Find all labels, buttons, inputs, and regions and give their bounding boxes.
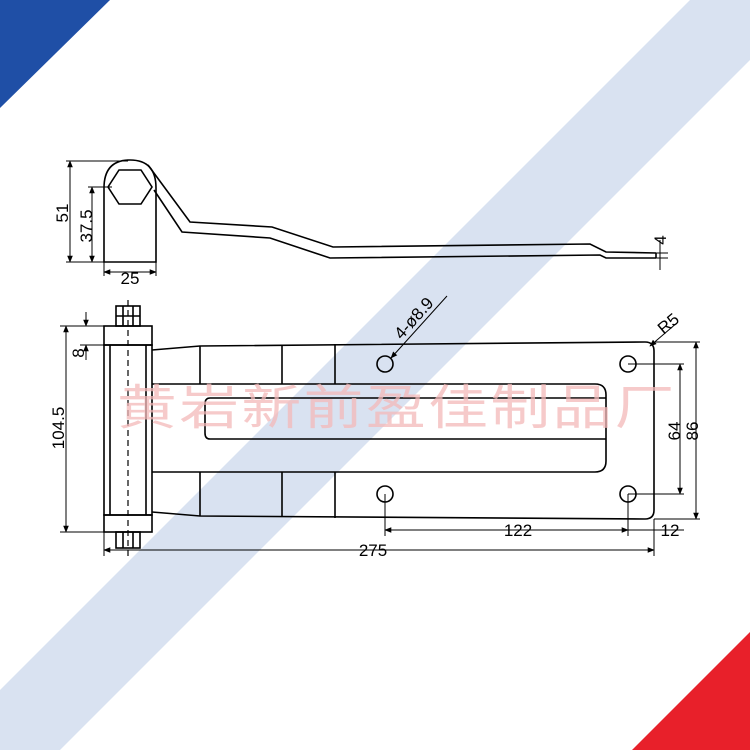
side-leaf-outer bbox=[147, 164, 657, 254]
dim-hole-spacing-horizontal: 122 bbox=[504, 521, 532, 540]
dim-side-width-knuckle: 25 bbox=[121, 269, 140, 288]
dim-total-length: 275 bbox=[359, 541, 387, 560]
dim-hole-spacing-vertical: 64 bbox=[665, 422, 684, 441]
dim-total-height: 104.5 bbox=[49, 407, 68, 450]
side-knuckle bbox=[103, 159, 157, 263]
dim-bolt-offset: 8 bbox=[69, 348, 88, 357]
corner-triangle-red bbox=[632, 632, 750, 750]
hinge-center-rib bbox=[152, 383, 607, 473]
hole-callout-leader bbox=[390, 295, 448, 359]
dim-corner-radius: R5 bbox=[654, 310, 683, 339]
company-watermark: 黄岩新前盈佳制品厂 bbox=[117, 380, 677, 436]
side-view: 51 37.5 25 4 bbox=[53, 159, 670, 288]
corner-triangle-blue bbox=[0, 0, 110, 108]
hinge-leaf-plate bbox=[151, 341, 655, 520]
dim-side-thickness: 4 bbox=[651, 235, 670, 244]
front-view: 4-ø8.9 R5 8 104.5 64 86 122 12 bbox=[49, 294, 702, 560]
side-leaf-inner bbox=[153, 189, 656, 259]
dim-edge-offset: 12 bbox=[661, 521, 680, 540]
hinge-center-slot bbox=[204, 397, 606, 440]
dim-side-height-pin: 37.5 bbox=[77, 209, 96, 242]
hex-nut-icon bbox=[107, 169, 153, 205]
dim-side-height-total: 51 bbox=[53, 204, 72, 223]
dim-plate-height: 86 bbox=[683, 422, 702, 441]
mount-hole-top-left bbox=[376, 355, 394, 373]
